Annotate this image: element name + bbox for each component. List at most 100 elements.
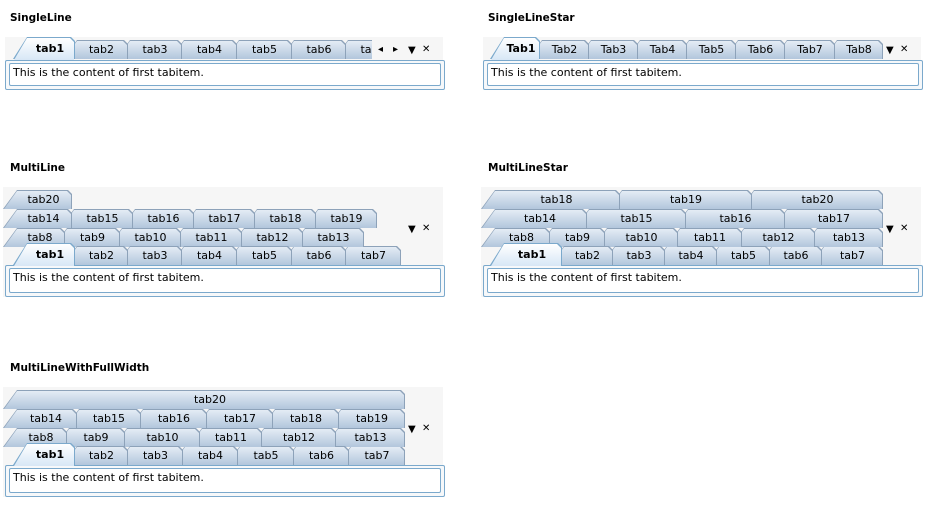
dropdown-arrow-icon[interactable]: ▼ [408, 45, 416, 56]
tab-tab18[interactable]: tab18 [481, 190, 620, 209]
tab-tab19[interactable]: tab19 [304, 209, 377, 228]
dropdown-arrow-icon[interactable]: ▼ [408, 424, 416, 435]
tab-tab2[interactable]: tab2 [550, 246, 613, 265]
tab-content-text[interactable]: This is the content of first tabitem. [9, 268, 441, 293]
tab-label: Tab1 [506, 42, 536, 55]
tab-tab13[interactable]: tab13 [803, 228, 883, 247]
tab-label: tab3 [142, 449, 169, 462]
tab-tab2[interactable]: tab2 [63, 40, 128, 59]
tab-tab6[interactable]: tab6 [280, 246, 346, 265]
tab-tab8[interactable]: tab8 [3, 428, 67, 447]
tab-label: tab7 [364, 449, 390, 462]
tab-tab20[interactable]: tab20 [3, 190, 72, 209]
tab-tab1[interactable]: tab1 [13, 37, 75, 59]
tab-tab8[interactable]: tab8 [3, 228, 65, 247]
scroll-right-icon[interactable]: ▸ [393, 44, 399, 55]
tab-tab3[interactable]: tab3 [116, 246, 182, 265]
tab-tab10[interactable]: tab10 [108, 228, 181, 247]
tab-tab6[interactable]: tab6 [282, 446, 349, 465]
close-icon[interactable]: ✕ [422, 223, 431, 234]
scroll-left-icon[interactable]: ◂ [378, 44, 384, 55]
tab-tab19[interactable]: tab19 [327, 409, 405, 428]
tab-content-text[interactable]: This is the content of first tabitem. [9, 63, 441, 86]
tab-tab19[interactable]: tab19 [608, 190, 752, 209]
tab-tab11[interactable]: tab11 [169, 228, 242, 247]
tab-tab5[interactable]: tab5 [225, 246, 292, 265]
tab-tab18[interactable]: tab18 [261, 409, 339, 428]
tab-tab7[interactable]: tab7 [334, 246, 401, 265]
tab-tab14[interactable]: tab14 [3, 209, 72, 228]
tab-tab8[interactable]: Tab8 [823, 40, 883, 59]
tab-tab5[interactable]: tab5 [225, 40, 292, 59]
tab-content-text[interactable]: This is the content of first tabitem. [9, 468, 441, 493]
close-icon[interactable]: ✕ [422, 423, 431, 434]
tab-tab10[interactable]: tab10 [113, 428, 200, 447]
tab-tab10[interactable]: tab10 [593, 228, 678, 247]
tab-tab16[interactable]: tab16 [121, 209, 194, 228]
tab-tab4[interactable]: tab4 [171, 446, 238, 465]
tab-tab11[interactable]: tab11 [188, 428, 262, 447]
tab-tab3[interactable]: tab3 [116, 446, 183, 465]
tab-tab12[interactable]: tab12 [230, 228, 303, 247]
tab-tab11[interactable]: tab11 [666, 228, 742, 247]
tab-tab17[interactable]: tab17 [195, 409, 273, 428]
close-icon[interactable]: ✕ [900, 44, 909, 55]
tab-tab20[interactable]: tab20 [3, 390, 405, 409]
tab-tab7[interactable]: tab7 [337, 446, 405, 465]
tab-tab1[interactable]: tab1 [13, 243, 75, 265]
tab-tab12[interactable]: tab12 [250, 428, 336, 447]
tab-tab5[interactable]: Tab5 [675, 40, 736, 59]
tab-tab5[interactable]: tab5 [226, 446, 294, 465]
tab-tab7[interactable]: tab7 [810, 246, 883, 265]
tab-label: tab12 [762, 231, 795, 244]
tab-tab8[interactable]: tab8 [481, 228, 550, 247]
tab-tab15[interactable]: tab15 [65, 409, 141, 428]
tab-tab1[interactable]: tab1 [490, 243, 562, 265]
tab-tab14[interactable]: tab14 [3, 409, 77, 428]
tab-tab2[interactable]: Tab2 [528, 40, 589, 59]
tab-tab9[interactable]: tab9 [53, 228, 120, 247]
tab-tab6[interactable]: tab6 [758, 246, 822, 265]
tab-tab16[interactable]: tab16 [674, 209, 785, 228]
dropdown-arrow-icon[interactable]: ▼ [886, 45, 894, 56]
tab-tab2[interactable]: tab2 [63, 246, 128, 265]
dropdown-arrow-icon[interactable]: ▼ [408, 224, 416, 235]
tab-tab15[interactable]: tab15 [575, 209, 686, 228]
tab-tab20[interactable]: tab20 [740, 190, 883, 209]
tab-tab13[interactable]: tab13 [291, 228, 364, 247]
tab-fill [338, 447, 404, 465]
tab-tab4[interactable]: tab4 [170, 246, 237, 265]
tab-label: tab2 [574, 249, 601, 262]
tab-tab2[interactable]: tab2 [63, 446, 128, 465]
tab-label: Tab6 [747, 43, 774, 56]
tab-tab17[interactable]: tab17 [182, 209, 255, 228]
tab-fill [482, 210, 586, 228]
tab-tab1[interactable]: tab1 [13, 443, 75, 465]
tab-tab3[interactable]: tab3 [116, 40, 182, 59]
tab-tab17[interactable]: tab17 [773, 209, 883, 228]
dropdown-arrow-icon[interactable]: ▼ [886, 224, 894, 235]
tab-content-text[interactable]: This is the content of first tabitem. [487, 63, 919, 86]
tab-tab4[interactable]: tab4 [170, 40, 237, 59]
tab-tab9[interactable]: tab9 [55, 428, 125, 447]
tab-tab18[interactable]: tab18 [243, 209, 316, 228]
tab-tab9[interactable]: tab9 [538, 228, 605, 247]
tab-content-text[interactable]: This is the content of first tabitem. [487, 268, 919, 293]
tab-tab6[interactable]: Tab6 [724, 40, 785, 59]
tab-tab6[interactable]: tab6 [280, 40, 346, 59]
tab-tab3[interactable]: tab3 [601, 246, 665, 265]
tab-tab16[interactable]: tab16 [129, 409, 207, 428]
tab-tab14[interactable]: tab14 [481, 209, 587, 228]
tab-tab3[interactable]: Tab3 [577, 40, 638, 59]
tab-tab12[interactable]: tab12 [730, 228, 815, 247]
tab-tab15[interactable]: tab15 [60, 209, 133, 228]
close-icon[interactable]: ✕ [900, 223, 909, 234]
tab-content-area: This is the content of first tabitem. [5, 60, 445, 90]
tab-tab4[interactable]: tab4 [653, 246, 717, 265]
tab-tab13[interactable]: tab13 [324, 428, 405, 447]
tab-tab7[interactable]: Tab7 [773, 40, 835, 59]
tab-tab5[interactable]: tab5 [705, 246, 770, 265]
close-icon[interactable]: ✕ [422, 44, 431, 55]
tab-tab1[interactable]: Tab1 [490, 37, 540, 59]
tab-tab4[interactable]: Tab4 [626, 40, 687, 59]
